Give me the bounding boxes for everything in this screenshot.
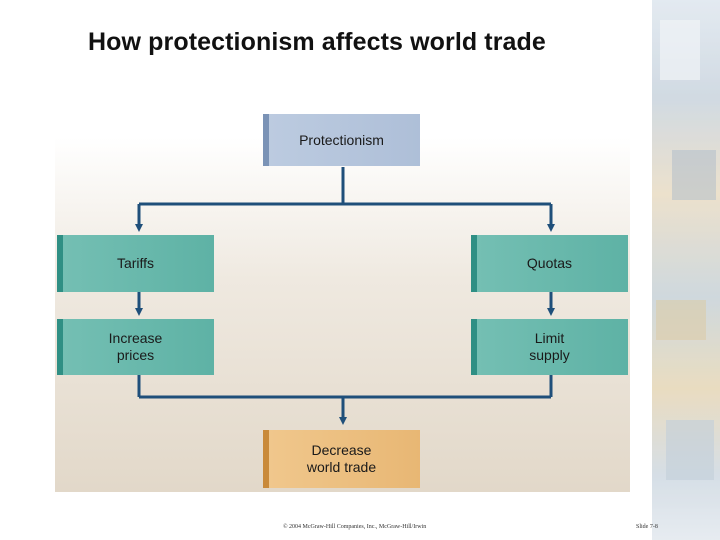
decorative-side-image [652, 0, 720, 540]
node-limit-supply-label: Limit supply [529, 330, 570, 363]
footer-copyright: © 2004 McGraw-Hill Companies, Inc., McGr… [283, 524, 427, 530]
node-tariffs: Tariffs [57, 235, 214, 292]
node-quotas-label: Quotas [526, 255, 573, 271]
node-tariffs-label: Tariffs [116, 255, 155, 271]
node-protectionism-label: Protectionism [299, 131, 384, 148]
slide-title: How protectionism affects world trade [88, 28, 546, 56]
node-protectionism: Protectionism [263, 114, 420, 166]
node-increase-prices-label: Increase prices [108, 330, 163, 363]
node-decrease-world-trade: Decrease world trade [263, 430, 420, 488]
footer-slide-number: Slide 7-8 [636, 524, 658, 530]
node-increase-prices: Increase prices [57, 319, 214, 375]
node-limit-supply: Limit supply [471, 319, 628, 375]
node-quotas: Quotas [471, 235, 628, 292]
node-decrease-world-trade-label: Decrease world trade [306, 442, 377, 475]
